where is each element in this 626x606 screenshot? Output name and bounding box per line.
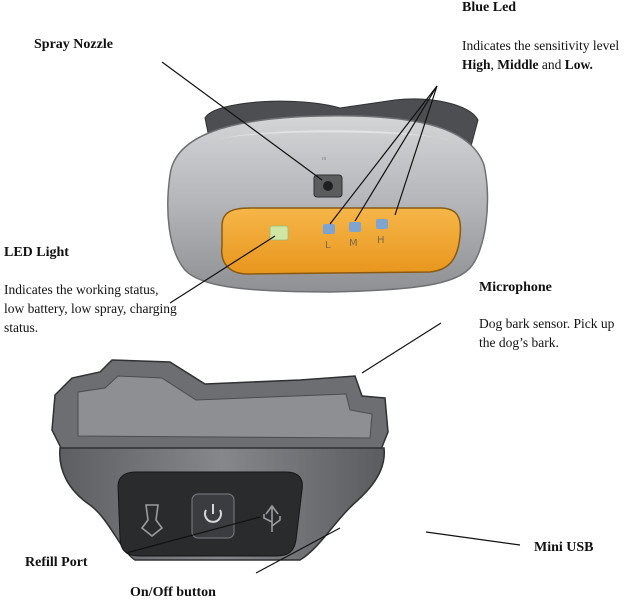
indicator-label-h: H [377,235,385,246]
on-off-button-title: On/Off button [130,585,216,600]
mini-usb-title: Mini USB [534,540,594,555]
leader-blue-led-middle [354,85,438,222]
sensitivity-led-high [376,219,388,229]
blue-led-sep-2: and [538,57,565,72]
blue-led-sep-1: , [490,57,498,72]
led-light-description: Indicates the working status, low batter… [4,282,177,335]
svg-text:ııı: ııı [322,156,326,162]
usb-icon [263,504,281,532]
leader-lines [125,61,521,574]
leader-on-off [255,527,341,574]
strap-cradle-inner [77,375,373,439]
leader-led-light [169,235,276,304]
microphone-description: Dog bark sensor. Pick up the dog’s bark. [479,316,615,350]
collar-unit-bottom-view [51,359,389,561]
spray-nozzle-hole [323,181,333,191]
indicator-panel [220,207,462,275]
blue-led-description: Indicates the sensitivity level High, Mi… [462,36,622,74]
leader-mini-usb [425,531,521,546]
leader-blue-led-high [394,85,438,216]
leader-spray-nozzle [161,61,323,181]
blue-led-title: Blue Led [462,0,517,15]
indicator-label-m: M [349,238,358,249]
housing-highlight [215,130,450,140]
power-button[interactable] [191,493,235,539]
leader-blue-led-low [329,85,438,225]
leader-refill-port [125,516,261,554]
blue-led-desc-prefix: Indicates the sensitivity level [462,38,620,53]
spray-nozzle-title: Spray Nozzle [34,37,113,52]
blue-led-level-high: High [462,57,491,72]
sensitivity-led-low [323,224,335,234]
blue-led-level-low: Low. [564,57,593,72]
leader-microphone [361,322,442,374]
sensitivity-led-middle [349,222,361,232]
indicator-label-l: L [325,240,331,251]
power-icon [204,504,222,523]
led-light-title: LED Light [4,245,69,260]
collar-unit-top-view: ııı L M H [167,98,489,293]
microphone-title: Microphone [479,280,552,295]
refill-port-title: Refill Port [25,555,88,570]
blue-led-level-middle: Middle [497,57,539,72]
refill-port-icon [140,504,164,538]
